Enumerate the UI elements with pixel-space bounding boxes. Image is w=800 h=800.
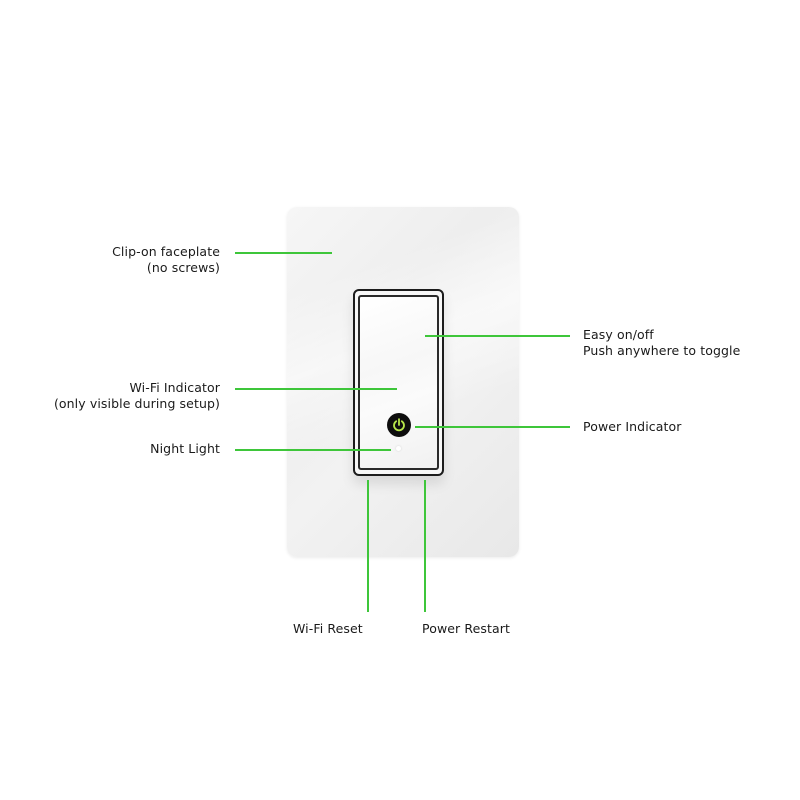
label-power-indicator: Power Indicator [583,419,682,435]
night-light-dot [396,446,401,451]
label-easy-toggle-line2: Push anywhere to toggle [583,343,741,358]
label-wifi-indicator: Wi-Fi Indicator (only visible during set… [54,380,220,412]
label-wifi-reset-line1: Wi-Fi Reset [293,621,363,636]
label-night-light-line1: Night Light [150,441,220,456]
power-indicator [387,413,411,437]
callout-line-faceplate [235,252,332,254]
callout-line-power-indicator [415,426,570,428]
label-faceplate-line2: (no screws) [146,260,220,275]
label-easy-toggle: Easy on/off Push anywhere to toggle [583,327,740,359]
label-faceplate: Clip-on faceplate (no screws) [112,244,220,276]
label-wifi-indicator-line1: Wi-Fi Indicator [129,380,220,395]
rocker-switch[interactable] [358,295,439,470]
power-icon [393,418,405,432]
label-wifi-reset: Wi-Fi Reset [293,621,363,637]
callout-line-wifi-reset [367,480,369,612]
callout-line-power-restart [424,480,426,612]
label-power-indicator-line1: Power Indicator [583,419,682,434]
label-night-light: Night Light [150,441,220,457]
label-easy-toggle-line1: Easy on/off [583,327,654,342]
callout-line-easy-toggle [425,335,570,337]
label-wifi-indicator-line2: (only visible during setup) [53,396,220,411]
callout-line-wifi-indicator [235,388,397,390]
label-faceplate-line1: Clip-on faceplate [112,244,220,259]
label-power-restart-line1: Power Restart [422,621,510,636]
label-power-restart: Power Restart [422,621,510,637]
callout-line-night-light [235,449,391,451]
